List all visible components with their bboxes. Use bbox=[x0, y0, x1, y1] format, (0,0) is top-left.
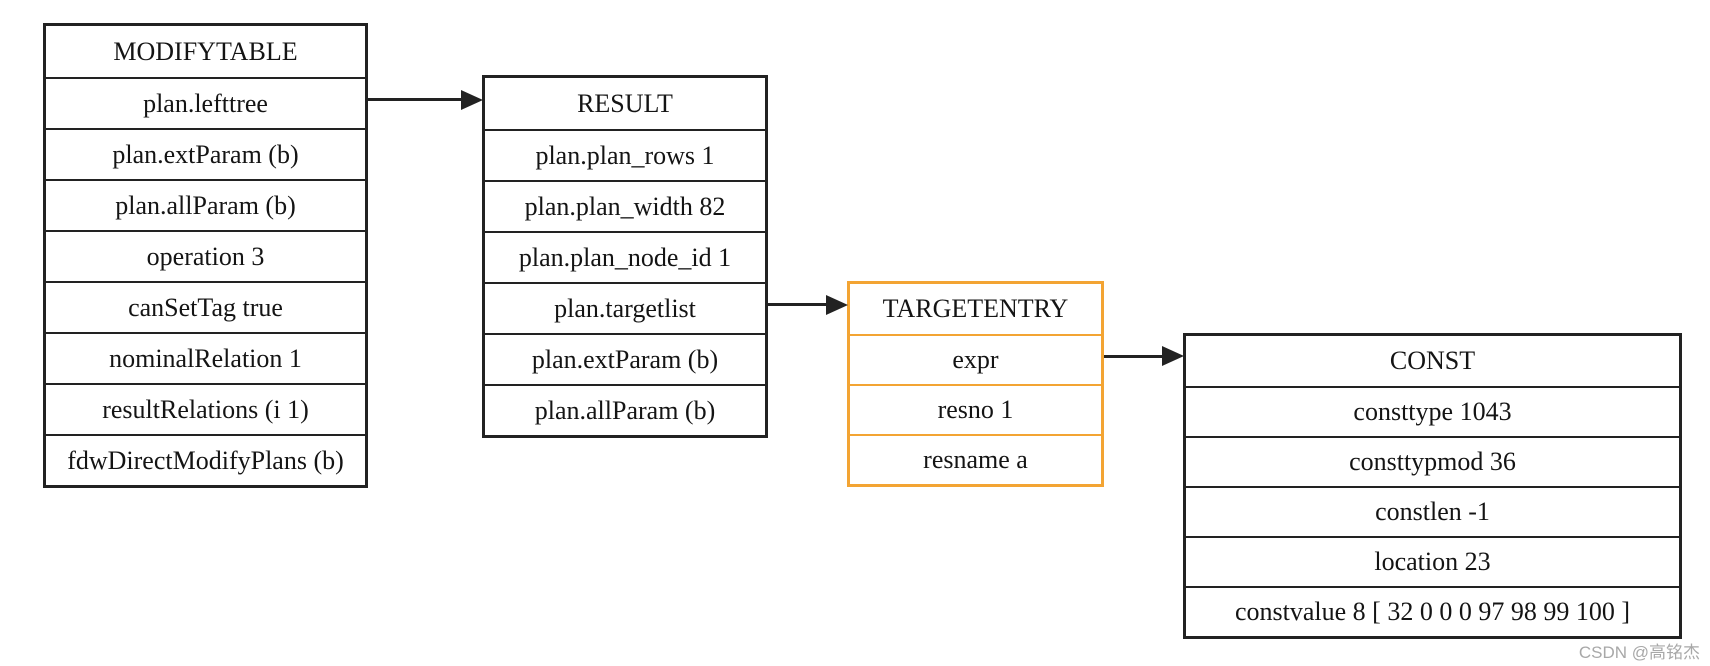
node-row: operation 3 bbox=[46, 230, 365, 281]
node-row: plan.lefttree bbox=[46, 77, 365, 128]
node-title: MODIFYTABLE bbox=[113, 36, 298, 66]
node-row: plan.plan_width 82 bbox=[485, 180, 765, 231]
watermark: CSDN @高铭杰 bbox=[1578, 643, 1700, 662]
node-row: plan.plan_node_id 1 bbox=[485, 231, 765, 282]
node-row: constlen -1 bbox=[1186, 486, 1679, 536]
edge-line bbox=[768, 303, 829, 306]
edge-arrowhead bbox=[461, 89, 483, 110]
node-row: nominalRelation 1 bbox=[46, 332, 365, 383]
node-row: resname a bbox=[850, 434, 1101, 484]
node-row: plan.extParam (b) bbox=[46, 128, 365, 179]
node-title: RESULT bbox=[577, 88, 673, 118]
node-row: plan.extParam (b) bbox=[485, 333, 765, 384]
node-title: TARGETENTRY bbox=[882, 294, 1069, 323]
node-row: plan.allParam (b) bbox=[46, 179, 365, 230]
node-row: resultRelations (i 1) bbox=[46, 383, 365, 434]
node-row: expr bbox=[850, 334, 1101, 384]
node-row: canSetTag true bbox=[46, 281, 365, 332]
node-title: CONST bbox=[1389, 346, 1476, 375]
node-row: resno 1 bbox=[850, 384, 1101, 434]
node-row: consttype 1043 bbox=[1186, 386, 1679, 436]
edge-line bbox=[1104, 354, 1165, 358]
node-row: consttypmod 36 bbox=[1186, 436, 1679, 486]
edge-line bbox=[368, 98, 464, 101]
node-row: plan.plan_rows 1 bbox=[485, 129, 765, 180]
node-row: constvalue 8 [ 32 0 0 0 97 98 99 100 ] bbox=[1186, 586, 1679, 636]
node-row: fdwDirectModifyPlans (b) bbox=[46, 434, 365, 485]
node-row: plan.allParam (b) bbox=[485, 384, 765, 435]
edge-arrowhead bbox=[826, 294, 848, 315]
node-row: location 23 bbox=[1186, 536, 1679, 586]
node-row: plan.targetlist bbox=[485, 282, 765, 333]
edge-arrowhead bbox=[1162, 346, 1184, 366]
